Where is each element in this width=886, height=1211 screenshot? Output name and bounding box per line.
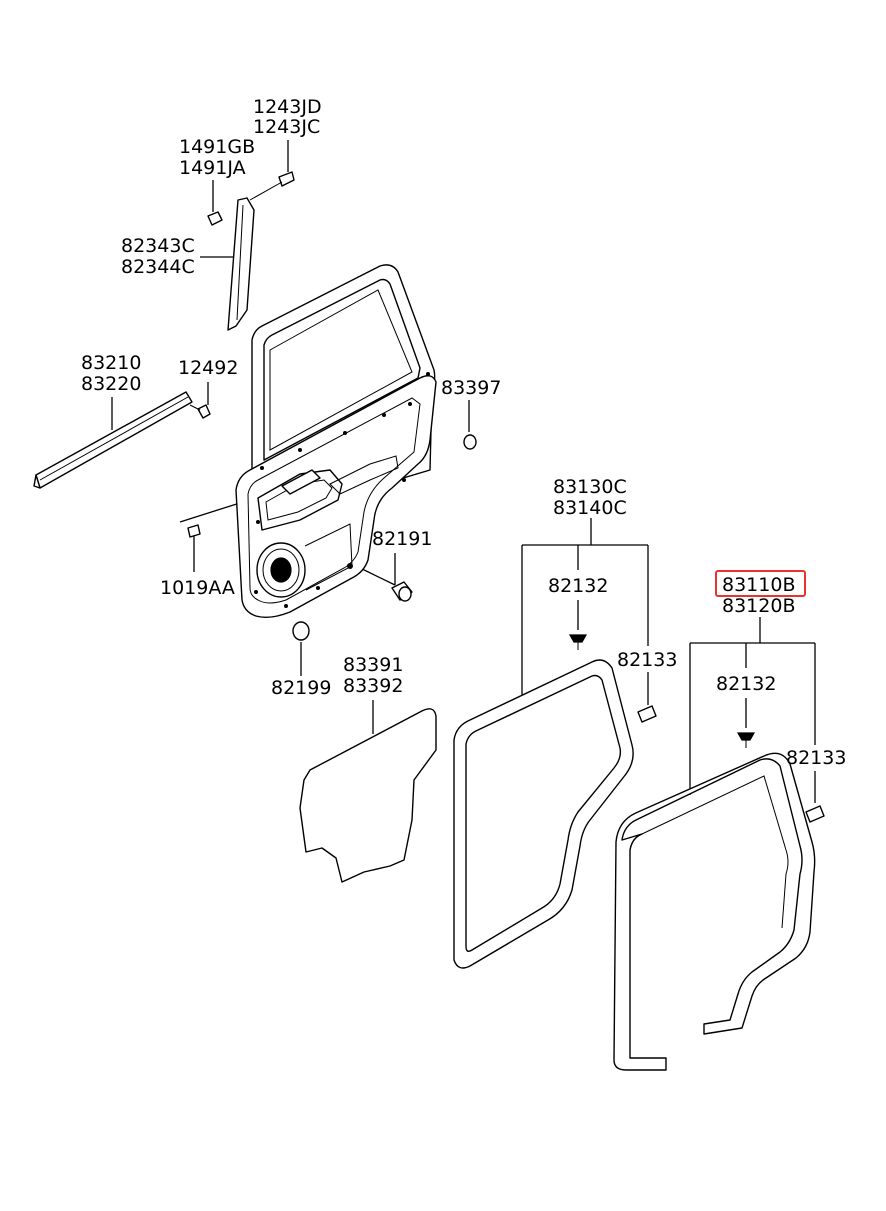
label-83392: 83392 [343, 675, 403, 697]
nut-1491-icon [207, 211, 223, 226]
label-1491gb: 1491GB [179, 136, 255, 158]
label-82133-a: 82133 [617, 649, 677, 671]
label-82343c: 82343C [121, 235, 195, 257]
clip-12492-icon [189, 404, 211, 419]
label-83397: 83397 [441, 377, 501, 399]
label-82199: 82199 [271, 677, 331, 699]
label-82344c: 82344C [121, 256, 195, 278]
weatherstrip-83110b-icon [613, 752, 816, 1071]
grommet-82191-icon [391, 581, 413, 602]
label-82132-b: 82132 [716, 673, 776, 695]
label-1019aa: 1019AA [160, 577, 235, 599]
label-1243jc: 1243JC [253, 116, 320, 138]
label-1243jd: 1243JD [253, 96, 322, 118]
screw-82133-b-icon [805, 805, 825, 823]
label-83210: 83210 [81, 352, 141, 374]
label-82133-b: 82133 [786, 747, 846, 769]
weatherstrip-83130c-icon [453, 659, 634, 969]
sealing-cover-83391-icon [299, 708, 437, 883]
label-83140c: 83140C [553, 497, 627, 519]
label-83120b: 83120B [722, 595, 795, 617]
plug-83397-icon [463, 434, 477, 450]
part-labels: 1243JD 1243JC 1491GB 1491JA 82343C 82344… [81, 96, 846, 769]
label-82132-a: 82132 [548, 575, 608, 597]
label-83220: 83220 [81, 373, 141, 395]
label-83391: 83391 [343, 654, 403, 676]
screw-1019aa-icon [187, 524, 201, 538]
moulding-83210-icon [33, 391, 193, 489]
plug-82199-icon [292, 621, 310, 641]
highlight-box-83110b [715, 570, 806, 597]
label-83110b: 83110B [722, 574, 795, 596]
label-1491ja: 1491JA [179, 157, 246, 179]
leader-lines [111, 140, 816, 803]
screw-82133-a-icon [637, 705, 657, 723]
screw-1243-icon [249, 171, 295, 201]
label-12492: 12492 [178, 357, 238, 379]
clip-82132-b-icon [736, 732, 756, 748]
label-82191: 82191 [372, 528, 432, 550]
label-83130c: 83130C [553, 476, 627, 498]
door-assembly-icon [235, 264, 437, 619]
pillar-trim-82343c-icon [227, 197, 255, 331]
clip-82132-a-icon [568, 634, 588, 650]
